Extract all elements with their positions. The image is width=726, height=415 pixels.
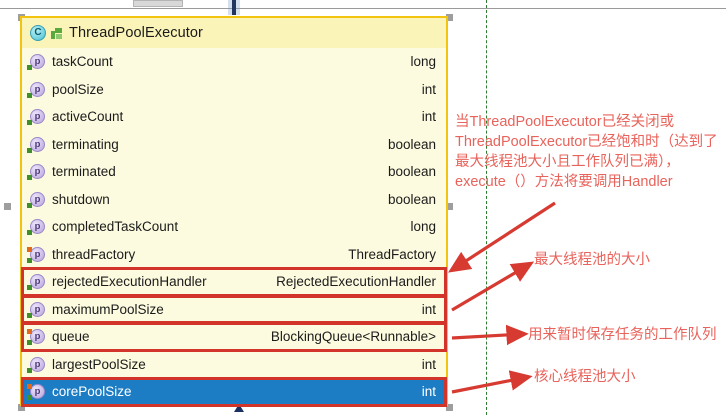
member-name: largestPoolSize (52, 356, 146, 372)
class-header[interactable]: C ThreadPoolExecutor (22, 18, 446, 48)
member-type: int (421, 384, 436, 400)
member-name: activeCount (52, 109, 124, 125)
arrow-max-pool (451, 261, 535, 312)
member-name: poolSize (52, 81, 104, 97)
annotation-max-pool: 最大线程池的大小 (534, 252, 650, 268)
member-row[interactable]: p rejectedExecutionHandler RejectedExecuti… (22, 268, 446, 296)
property-icon: p (27, 329, 45, 346)
resize-handle-middle-right[interactable] (446, 203, 453, 210)
member-type: long (410, 54, 436, 70)
vertical-guide-line (486, 0, 487, 415)
resize-handle-bottom-right[interactable] (446, 404, 453, 411)
member-row[interactable]: p completedTaskCount long (22, 213, 446, 241)
member-row[interactable]: p poolSize int (22, 76, 446, 104)
member-name: taskCount (52, 54, 113, 70)
resize-handle-middle-left[interactable] (4, 203, 11, 210)
class-title: ThreadPoolExecutor (69, 25, 203, 41)
member-type: boolean (387, 191, 436, 207)
member-row[interactable]: p activeCount int (22, 103, 446, 131)
property-icon: p (27, 81, 45, 98)
member-row[interactable]: p threadFactory ThreadFactory (22, 241, 446, 269)
member-row[interactable]: p shutdown boolean (22, 186, 446, 214)
member-row[interactable]: p taskCount long (22, 48, 446, 76)
member-type: BlockingQueue<Runnable> (270, 329, 436, 345)
member-name: queue (52, 329, 90, 345)
property-icon: p (27, 301, 45, 318)
arrow-core-pool (451, 370, 533, 394)
member-list: p taskCount long p poolSize int p activeCount in… (22, 48, 446, 406)
window-top-divider (0, 8, 726, 9)
property-icon: p (27, 54, 45, 71)
member-type: long (410, 219, 436, 235)
member-name: terminating (52, 136, 119, 152)
member-type: int (421, 301, 436, 317)
member-type: int (421, 109, 436, 125)
property-icon: p (27, 164, 45, 181)
bottom-drag-pin[interactable] (234, 404, 244, 412)
class-icon: C (30, 25, 46, 41)
member-name: corePoolSize (52, 384, 132, 400)
member-name: shutdown (52, 191, 110, 207)
member-row[interactable]: p terminated boolean (22, 158, 446, 186)
property-icon: p (27, 246, 45, 263)
annotation-core-pool: 核心线程池大小 (534, 369, 636, 385)
member-name: maximumPoolSize (52, 301, 164, 317)
property-icon: p (27, 191, 45, 208)
member-type: boolean (387, 136, 436, 152)
property-icon: p (27, 356, 45, 373)
member-type: int (421, 356, 436, 372)
member-row[interactable]: p corePoolSize int (22, 378, 446, 406)
member-row[interactable]: p maximumPoolSize int (22, 296, 446, 324)
arrow-work-queue (451, 324, 529, 346)
top-drag-pin[interactable] (232, 0, 236, 15)
member-type: int (421, 81, 436, 97)
property-icon: p (27, 274, 45, 291)
property-icon: p (27, 219, 45, 236)
member-name: terminated (52, 164, 116, 180)
member-type: RejectedExecutionHandler (276, 274, 436, 290)
property-icon: p (27, 109, 45, 126)
green-package-icon (51, 27, 62, 39)
window-top-chip (133, 0, 183, 7)
property-icon: p (27, 384, 45, 401)
annotation-handler-note: 当ThreadPoolExecutor已经关闭或ThreadPoolExecut… (455, 114, 718, 190)
member-row[interactable]: p largestPoolSize int (22, 351, 446, 379)
member-name: rejectedExecutionHandler (52, 274, 207, 290)
member-type: boolean (387, 164, 436, 180)
member-row[interactable]: p terminating boolean (22, 131, 446, 159)
annotation-work-queue: 用来暂时保存任务的工作队列 (528, 327, 717, 343)
member-type: ThreadFactory (348, 246, 436, 262)
member-name: completedTaskCount (52, 219, 179, 235)
resize-handle-bottom-left[interactable] (18, 404, 25, 411)
property-icon: p (27, 136, 45, 153)
member-name: threadFactory (52, 246, 136, 262)
resize-handle-top-right[interactable] (446, 14, 453, 21)
